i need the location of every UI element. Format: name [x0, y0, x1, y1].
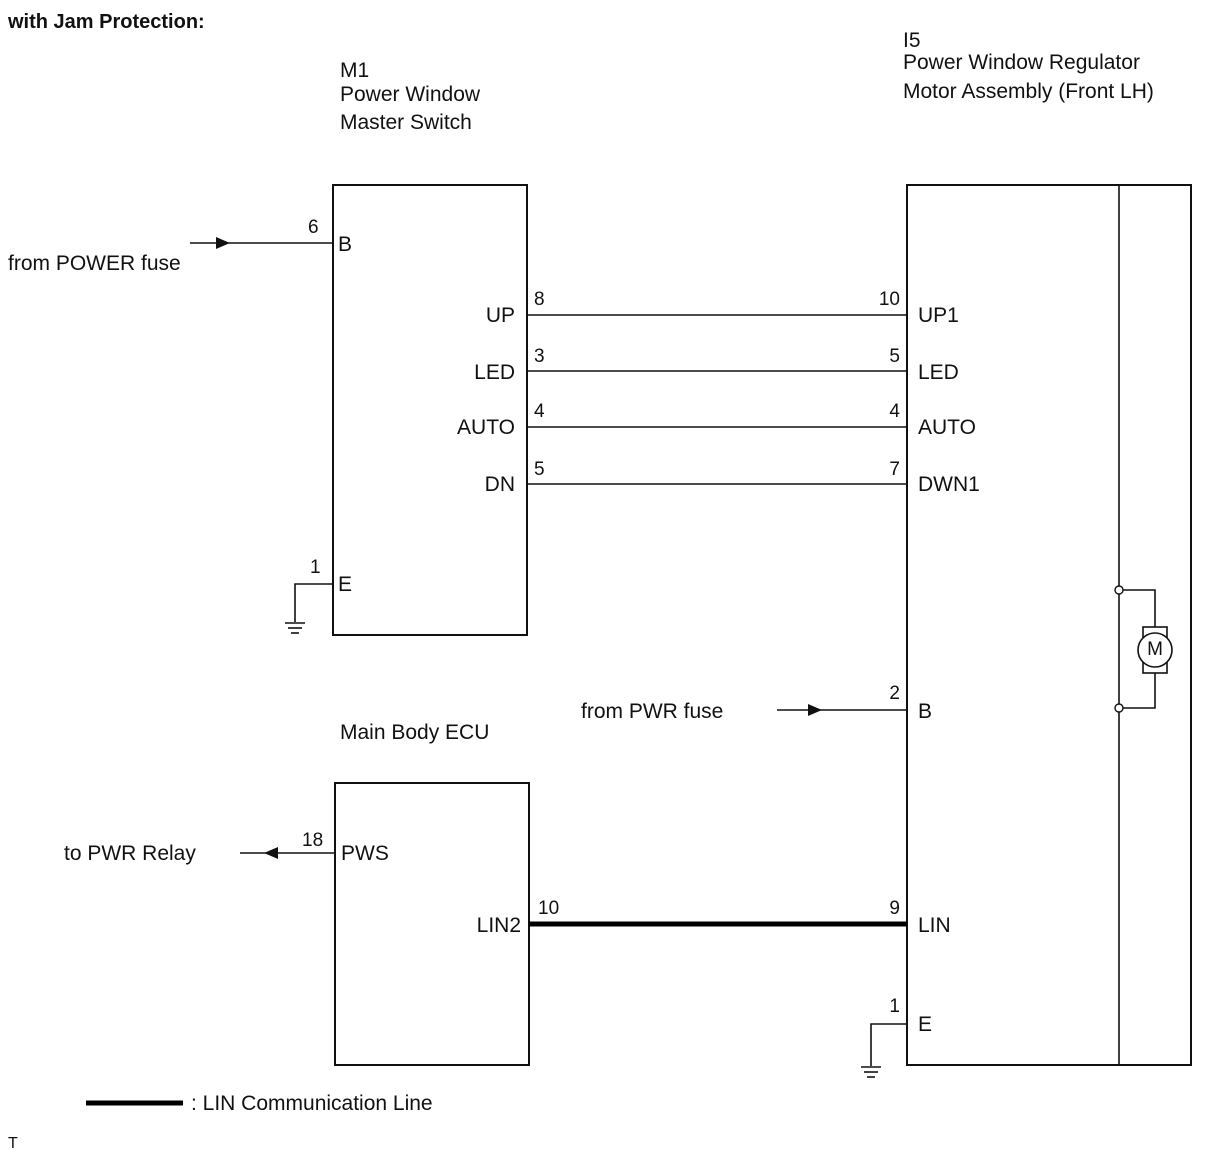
pin-number-led: 3 — [534, 346, 545, 367]
pin-number-reg-auto: 4 — [889, 401, 900, 422]
arrow-right-icon — [216, 237, 230, 249]
pin-label-auto: AUTO — [457, 416, 515, 439]
pin-label-lin2: LIN2 — [476, 914, 521, 937]
motor-icon — [1114, 585, 1173, 713]
wire-master-ground — [294, 583, 333, 622]
motor-symbol-label: M — [1147, 639, 1163, 660]
pin-label-up: UP — [485, 304, 515, 327]
pin-number-e: 1 — [310, 557, 321, 578]
regulator-code: I5 — [903, 29, 921, 52]
pin-label-e: E — [338, 573, 353, 596]
pin-number-b: 6 — [308, 217, 319, 238]
body-ecu-name: Main Body ECU — [340, 721, 490, 744]
label-from-pwr-fuse: from PWR fuse — [581, 700, 724, 723]
pin-label-reg-led: LED — [918, 361, 959, 384]
arrow-left-icon — [264, 847, 278, 859]
pin-number-dwn1: 7 — [889, 459, 900, 480]
pin-number-dn: 5 — [534, 459, 545, 480]
pin-label-led: LED — [474, 361, 515, 384]
master-switch-name-line2: Master Switch — [340, 111, 472, 134]
legend-lin-line-text: : LIN Communication Line — [191, 1092, 433, 1115]
pin-number-reg-b: 2 — [889, 683, 900, 704]
wire-regulator-ground — [870, 1023, 907, 1066]
pin-number-up: 8 — [534, 289, 545, 310]
pin-label-b: B — [338, 233, 353, 256]
pin-number-reg-e: 1 — [889, 996, 900, 1017]
regulator-motor-box — [906, 184, 1192, 1066]
regulator-name-line2: Motor Assembly (Front LH) — [903, 80, 1154, 103]
pin-number-reg-led: 5 — [889, 346, 900, 367]
arrow-right-icon — [808, 704, 822, 716]
ground-icon — [861, 1066, 881, 1078]
regulator-name-line1: Power Window Regulator — [903, 51, 1140, 74]
master-switch-code: M1 — [340, 59, 370, 82]
diagram-header: with Jam Protection: — [8, 11, 205, 33]
pin-label-reg-b: B — [918, 700, 933, 723]
label-from-power-fuse: from POWER fuse — [8, 252, 181, 275]
pin-number-up1: 10 — [878, 289, 900, 310]
pin-label-pws: PWS — [341, 842, 389, 865]
pin-label-lin: LIN — [918, 914, 951, 937]
pin-label-dn: DN — [484, 473, 515, 496]
footer-mark: T — [8, 1135, 18, 1152]
ground-icon — [285, 622, 305, 634]
master-switch-box — [332, 184, 528, 636]
label-to-pwr-relay: to PWR Relay — [64, 842, 196, 865]
pin-label-reg-auto: AUTO — [918, 416, 976, 439]
pin-label-reg-e: E — [918, 1013, 933, 1036]
pin-label-dwn1: DWN1 — [918, 473, 980, 496]
pin-label-up1: UP1 — [918, 304, 959, 327]
pin-number-auto: 4 — [534, 401, 545, 422]
pin-number-pws: 18 — [302, 830, 324, 851]
master-switch-name-line1: Power Window — [340, 83, 481, 106]
pin-number-lin2: 10 — [538, 898, 560, 919]
pin-number-lin: 9 — [889, 898, 900, 919]
